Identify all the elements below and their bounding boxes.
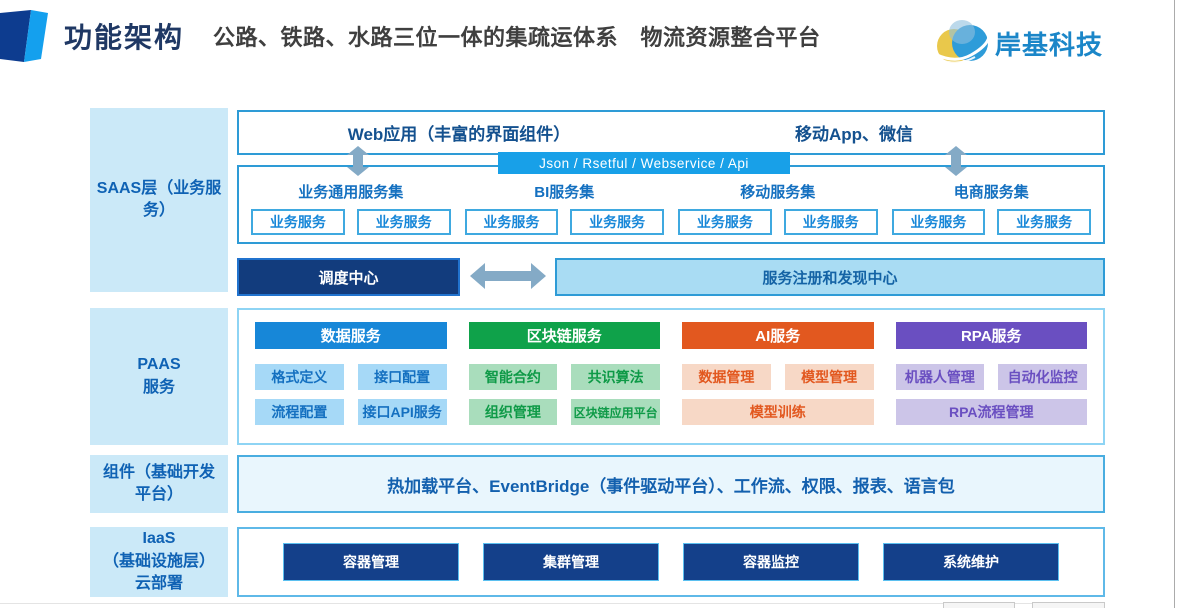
service-group-title: BI服务集 [534, 184, 595, 201]
service-chip: 业务服务 [356, 209, 451, 235]
service-chip: 业务服务 [997, 209, 1091, 235]
layer-label-paas: PAAS 服务 [90, 308, 228, 445]
iaas-item: 集群管理 [483, 543, 659, 581]
cropped-ui-stub [943, 602, 1015, 608]
cropped-ui-stub [1032, 602, 1105, 608]
page-title: 功能架构 [64, 22, 185, 53]
paas-category-title: RPA服务 [895, 322, 1087, 349]
iaas-item: 系统维护 [883, 543, 1059, 581]
api-protocol-bar: Json / Rsetful / Webservice / Api [498, 152, 790, 174]
paas-item: 接口API服务 [357, 399, 447, 425]
paas-item: 共识算法 [571, 364, 660, 390]
paas-item: 机器人管理 [895, 364, 985, 390]
service-chip: 业务服务 [570, 209, 664, 235]
page-boundary-line [1174, 0, 1175, 608]
paas-item: 自动化监控 [998, 364, 1087, 390]
mobile-app-label: 移动App、微信 [794, 125, 914, 144]
paas-item: 智能合约 [468, 364, 558, 390]
paas-item: 区块链应用平台 [571, 399, 660, 425]
dispatch-center-box: 调度中心 [237, 258, 460, 296]
components-box: 热加载平台、EventBridge（事件驱动平台）、工作流、权限、报表、语言包 [237, 455, 1105, 513]
saas-applications-box: Web应用（丰富的界面组件） 移动App、微信 [237, 110, 1105, 155]
paas-item-wide: RPA流程管理 [895, 399, 1087, 425]
paas-category-title: 数据服务 [255, 322, 447, 349]
service-group-title: 业务通用服务集 [298, 184, 404, 201]
service-group-bi: BI服务集 业务服务 业务服务 [464, 181, 664, 242]
paas-item: 组织管理 [468, 399, 558, 425]
paas-item-wide: 模型训练 [682, 399, 874, 425]
service-chip: 业务服务 [891, 209, 986, 235]
slide-bottom-edge [0, 603, 1105, 604]
service-group-title: 电商服务集 [953, 184, 1029, 201]
paas-category-title: AI服务 [682, 322, 874, 349]
service-group-title: 移动服务集 [740, 184, 816, 201]
service-chip: 业务服务 [464, 209, 559, 235]
paas-box: 数据服务 格式定义 接口配置 流程配置 接口API服务 区块链服务 智能合约 共… [237, 308, 1105, 445]
vertical-double-arrow-icon [945, 146, 967, 181]
paas-item: 流程配置 [255, 399, 344, 425]
service-chip: 业务服务 [678, 209, 772, 235]
paas-item: 格式定义 [255, 364, 344, 390]
paas-category-blockchain: 区块链服务 智能合约 共识算法 组织管理 区块链应用平台 [468, 322, 660, 443]
brand-name: 岸基科技 [995, 30, 1104, 60]
service-chip: 业务服务 [783, 209, 878, 235]
service-group-ecommerce: 电商服务集 业务服务 业务服务 [891, 181, 1091, 242]
web-app-label: Web应用（丰富的界面组件） [347, 125, 571, 144]
paas-category-rpa: RPA服务 机器人管理 自动化监控 RPA流程管理 [895, 322, 1087, 443]
horizontal-double-arrow-icon [470, 263, 546, 294]
service-chip: 业务服务 [251, 209, 345, 235]
iaas-item: 容器监控 [683, 543, 859, 581]
paas-item: 数据管理 [682, 364, 771, 390]
layer-label-components: 组件（基础开发 平台） [90, 455, 228, 513]
service-group-mobile: 移动服务集 业务服务 业务服务 [678, 181, 878, 242]
brand: 岸基科技 [933, 12, 1103, 75]
paas-category-title: 区块链服务 [468, 322, 660, 349]
paas-item: 接口配置 [357, 364, 447, 390]
vertical-double-arrow-icon [347, 146, 369, 181]
slide-accent-mark-icon [0, 10, 48, 67]
iaas-box: 容器管理 集群管理 容器监控 系统维护 [237, 527, 1105, 597]
paas-item: 模型管理 [784, 364, 874, 390]
paas-category-ai: AI服务 数据管理 模型管理 模型训练 [682, 322, 874, 443]
iaas-item: 容器管理 [283, 543, 459, 581]
page-subtitle: 公路、铁路、水路三位一体的集疏运体系 物流资源整合平台 [213, 25, 821, 50]
service-registry-box: 服务注册和发现中心 [555, 258, 1105, 296]
layer-label-iaas: IaaS （基础设施层） 云部署 [90, 527, 228, 597]
service-group-general: 业务通用服务集 业务服务 业务服务 [251, 181, 451, 242]
paas-category-data: 数据服务 格式定义 接口配置 流程配置 接口API服务 [255, 322, 447, 443]
layer-label-saas: SAAS层（业务服 务） [90, 108, 228, 292]
brand-logo-icon [933, 12, 991, 75]
